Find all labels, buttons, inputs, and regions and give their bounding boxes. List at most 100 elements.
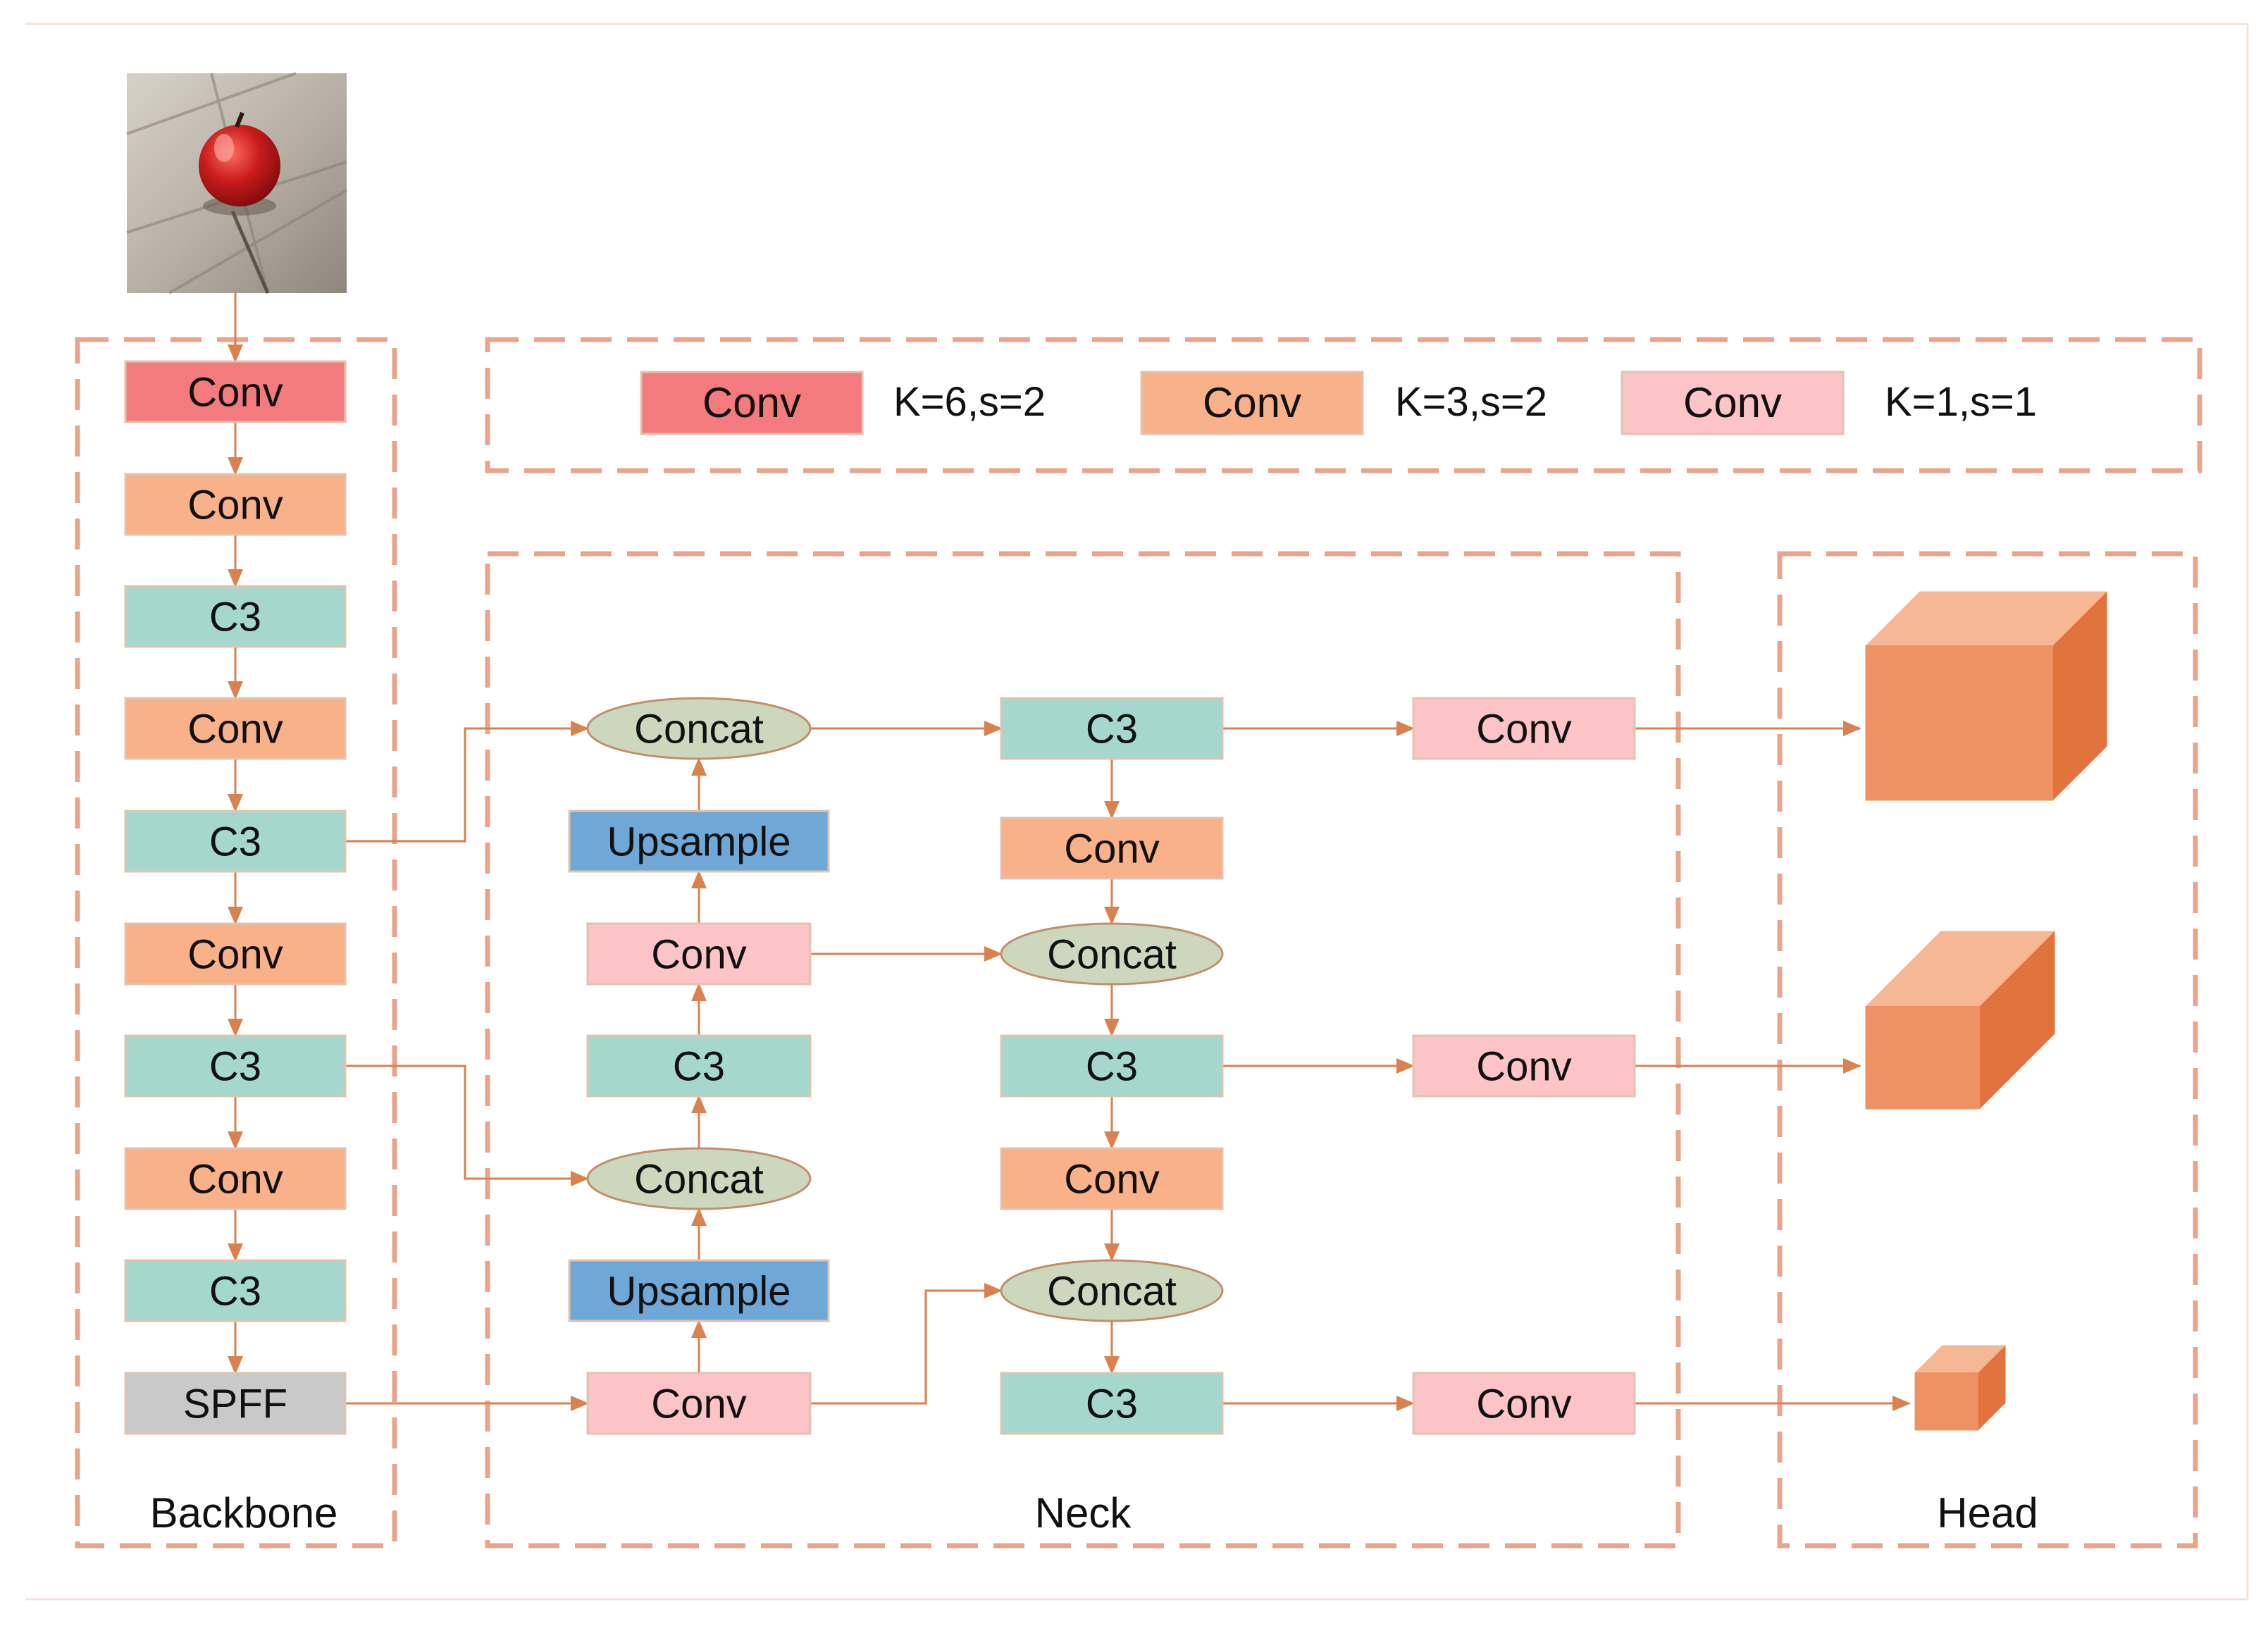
backbone-block-5: C3: [124, 809, 347, 873]
legend-swatch-label-3: Conv: [1683, 379, 1782, 426]
legend-description-3: K=1,s=1: [1885, 379, 2037, 425]
neck-right-block-4-label: C3: [1086, 1043, 1138, 1089]
backbone-block-9-label: C3: [209, 1268, 261, 1314]
backbone-block-1-label: Conv: [187, 369, 283, 415]
backbone-block-9: C3: [124, 1259, 347, 1322]
neck-right-block-2-label: Conv: [1064, 826, 1159, 871]
legend-swatch-1: [640, 371, 864, 435]
neck-left-block-6-shape: [568, 1259, 830, 1322]
legend-swatch-3: [1621, 371, 1845, 435]
neck-left-block-7-label: Conv: [651, 1381, 746, 1427]
backbone-block-4: Conv: [124, 697, 347, 760]
legend-swatch-2: [1140, 371, 1364, 435]
head-cubes: [1863, 589, 2109, 1433]
legend-description-1: K=6,s=2: [893, 379, 1046, 425]
backbone-block-8-shape: [124, 1147, 347, 1210]
backbone-block-10: SPFF: [124, 1372, 347, 1435]
backbone-block-8: Conv: [124, 1147, 347, 1210]
backbone-block-6: Conv: [124, 922, 347, 986]
neck-right-block-5-shape: [1000, 1147, 1224, 1210]
neck-left-block-1-label: Concat: [634, 706, 764, 752]
neck-right-block-2-shape: [1000, 817, 1224, 880]
backbone-block-7: C3: [124, 1034, 347, 1098]
neck-left-block-3-label: Conv: [651, 931, 746, 977]
neck-output-conv-2-shape: [1412, 1034, 1636, 1098]
neck-output-conv-3: Conv: [1412, 1372, 1636, 1435]
neck-left-block-5-label: Concat: [634, 1156, 764, 1202]
backbone-block-10-shape: [124, 1372, 347, 1435]
neck-right-block-3-shape: [1000, 922, 1224, 986]
head-border: [1777, 551, 2198, 1549]
neck-border: [485, 551, 1681, 1549]
backbone-block-1: Conv: [124, 360, 347, 423]
backbone-block-5-label: C3: [209, 819, 261, 864]
neck-right-block-3-label: Concat: [1047, 931, 1177, 977]
flow-arrow: [345, 1065, 589, 1186]
neck-output-conv-1-label: Conv: [1476, 706, 1571, 752]
neck-left-block-4: C3: [586, 1034, 812, 1098]
legend-border: [485, 337, 2202, 473]
neck-right-block-6: Concat: [1000, 1259, 1224, 1322]
neck-left-block-1-shape: [586, 697, 812, 760]
neck-left-block-2-label: Upsample: [607, 819, 791, 864]
backbone-label: Backbone: [150, 1489, 338, 1537]
neck-right-block-1-label: C3: [1086, 706, 1138, 752]
neck-right-block-7: C3: [1000, 1372, 1224, 1435]
nodes: ConvConvC3ConvC3ConvC3ConvC3SPFFConcatUp…: [124, 360, 1636, 1435]
neck-left-block-7-shape: [586, 1372, 812, 1435]
neck-output-conv-2-label: Conv: [1476, 1043, 1571, 1089]
backbone-block-6-shape: [124, 922, 347, 986]
neck-right-block-6-shape: [1000, 1259, 1224, 1322]
neck-left-block-5: Concat: [586, 1147, 812, 1210]
neck-left-block-3: Conv: [586, 922, 812, 986]
neck-right-block-2: Conv: [1000, 817, 1224, 880]
medium-scale-output-cube: [1863, 929, 2057, 1112]
backbone-block-3-label: C3: [209, 594, 261, 640]
backbone-block-2-label: Conv: [187, 482, 283, 528]
input-image: [126, 72, 348, 294]
neck-output-conv-3-shape: [1412, 1372, 1636, 1435]
neck-right-block-1-shape: [1000, 697, 1224, 760]
neck-output-conv-2: Conv: [1412, 1034, 1636, 1098]
backbone-block-8-label: Conv: [187, 1156, 283, 1202]
neck-left-block-7: Conv: [586, 1372, 812, 1435]
neck-right-block-7-shape: [1000, 1372, 1224, 1435]
large-scale-output-cube-side: [2053, 590, 2108, 802]
backbone-block-2-shape: [124, 473, 347, 536]
connectors: [228, 293, 1911, 1411]
neck-left-block-6-label: Upsample: [607, 1268, 791, 1314]
neck-right-block-1: C3: [1000, 697, 1224, 760]
legend-item-2: Conv K=3,s=2: [1140, 371, 1547, 435]
backbone-block-7-label: C3: [209, 1043, 261, 1089]
neck-left-block-4-label: C3: [673, 1043, 725, 1089]
small-scale-output-cube-front: [1914, 1372, 1978, 1432]
neck-left-block-1: Concat: [586, 697, 812, 760]
neck-output-conv-3-label: Conv: [1476, 1381, 1571, 1427]
backbone-block-5-shape: [124, 809, 347, 873]
large-scale-output-cube-front: [1864, 645, 2053, 802]
neck-label: Neck: [1035, 1489, 1132, 1537]
backbone-block-2: Conv: [124, 473, 347, 536]
medium-scale-output-cube-side: [1980, 930, 2056, 1110]
neck-left-block-2: Upsample: [568, 809, 830, 873]
neck-output-conv-1: Conv: [1412, 697, 1636, 760]
backbone-block-10-label: SPFF: [183, 1381, 287, 1427]
legend-description-2: K=3,s=2: [1395, 379, 1547, 425]
backbone-block-3: C3: [124, 585, 347, 648]
neck-left-block-3-shape: [586, 922, 812, 986]
neck-left-block-6: Upsample: [568, 1259, 830, 1322]
medium-scale-output-cube-front: [1864, 1006, 1980, 1110]
neck-output-conv-1-shape: [1412, 697, 1636, 760]
neck-right-block-4-shape: [1000, 1034, 1224, 1098]
legend-swatch-label-2: Conv: [1203, 379, 1301, 426]
flow-arrow: [345, 721, 589, 843]
neck-left-block-5-shape: [586, 1147, 812, 1210]
medium-scale-output-cube-top: [1864, 930, 2056, 1006]
large-scale-output-cube-outline: [1863, 589, 2109, 803]
neck-right-block-5: Conv: [1000, 1147, 1224, 1210]
backbone-block-7-shape: [124, 1034, 347, 1098]
neck-left-block-4-shape: [586, 1034, 812, 1098]
